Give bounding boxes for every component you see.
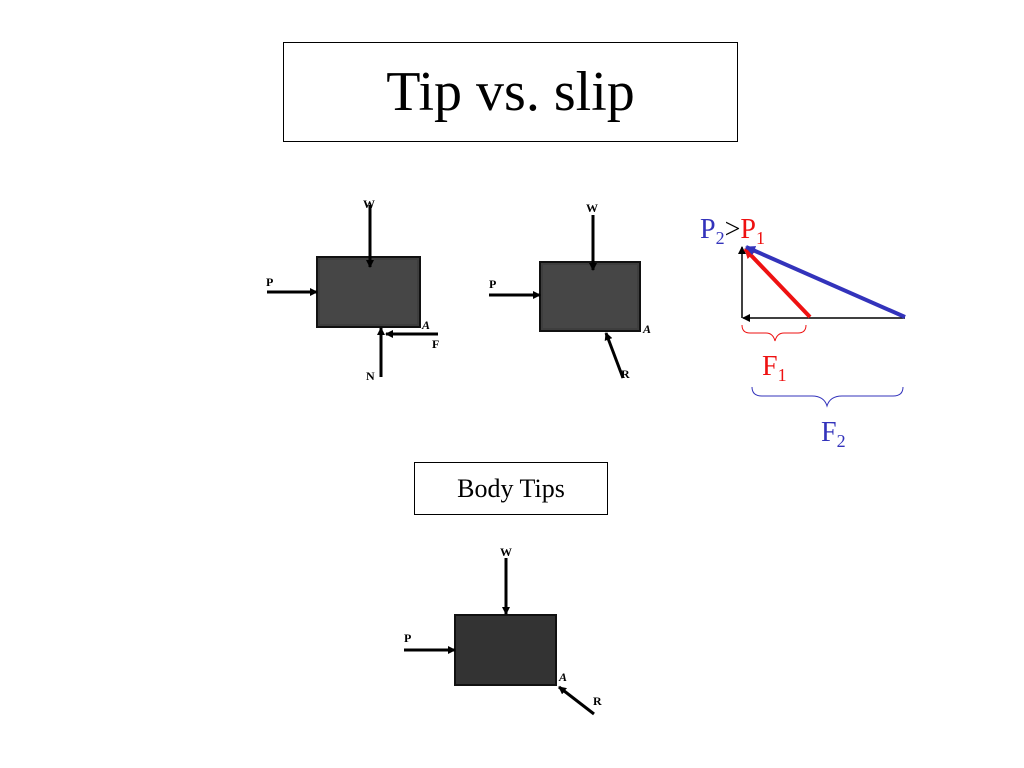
tip-condition-label: P2>P1 bbox=[700, 214, 765, 248]
weight-label: W bbox=[500, 545, 512, 559]
weight-label: W bbox=[363, 197, 375, 211]
block bbox=[454, 614, 557, 686]
f1-brace bbox=[741, 324, 807, 342]
reaction-label: R bbox=[621, 367, 630, 381]
p1-vector bbox=[743, 247, 812, 319]
corner-label: A bbox=[421, 318, 430, 332]
push-label: P bbox=[404, 631, 411, 645]
block-texture bbox=[543, 265, 637, 328]
free-body-diagram-tip-onset: W P A R bbox=[489, 201, 651, 381]
normal-label: N bbox=[366, 369, 375, 383]
corner-label: A bbox=[558, 670, 567, 684]
block-texture bbox=[320, 260, 417, 324]
f2-label: F2 bbox=[821, 417, 846, 451]
push-label: P bbox=[489, 277, 496, 291]
push-label: P bbox=[266, 275, 273, 289]
page-title: Tip vs. slip bbox=[283, 42, 738, 142]
reaction-label: R bbox=[593, 694, 602, 708]
f1-label: F1 bbox=[762, 351, 787, 385]
reaction-arrow bbox=[604, 332, 625, 379]
free-body-diagram-body-tips: W P A R bbox=[404, 545, 602, 716]
reaction-arrow bbox=[558, 685, 595, 716]
corner-label: A bbox=[642, 322, 651, 336]
weight-label: W bbox=[586, 201, 598, 215]
friction-label: F bbox=[432, 337, 439, 351]
body-tips-caption: Body Tips bbox=[414, 462, 608, 515]
block bbox=[539, 261, 641, 332]
free-body-diagram-slip: W P F A N bbox=[266, 197, 439, 383]
f2-brace bbox=[751, 386, 904, 408]
p2-vector bbox=[745, 245, 906, 319]
force-triangle: P2>P1 F1 F2 bbox=[700, 214, 906, 451]
